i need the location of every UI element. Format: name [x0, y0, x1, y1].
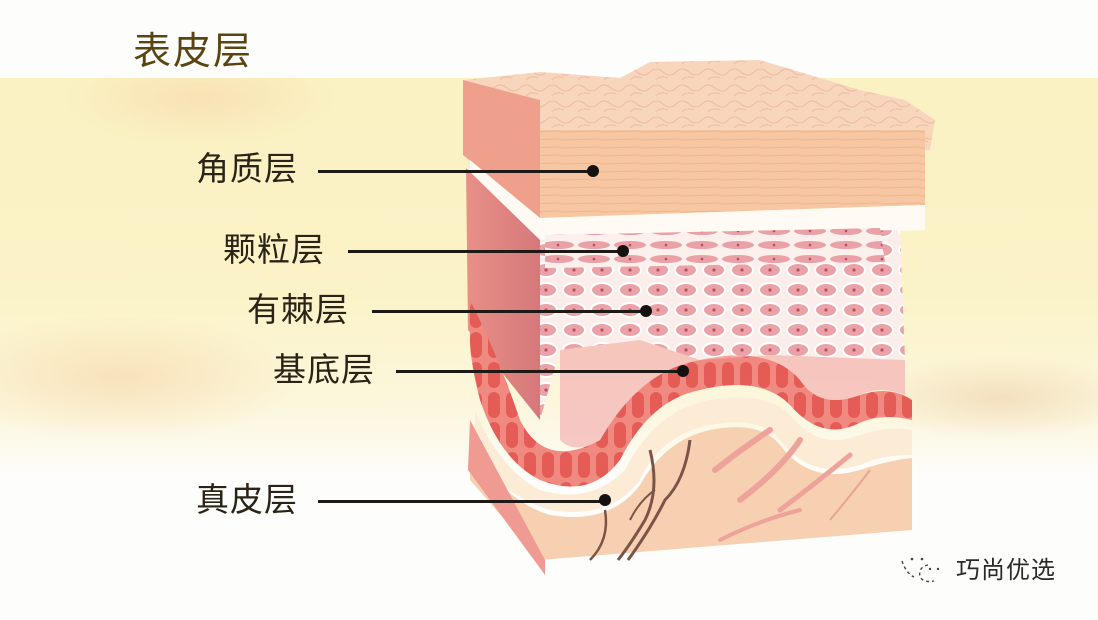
- label-stratum-granulosum: 颗粒层: [223, 230, 325, 269]
- leader-line-spinosum: [372, 310, 647, 313]
- pointer-dot-basale: [677, 365, 689, 377]
- leader-line-dermis: [318, 500, 606, 503]
- pointer-dot-granulosum: [617, 245, 629, 257]
- pointer-dot-spinosum: [640, 305, 652, 317]
- diagram-title: 表皮层: [133, 29, 254, 73]
- watermark: 巧尚优选: [898, 550, 1056, 585]
- pointer-dot-dermis: [599, 494, 611, 506]
- leader-line-corneum: [318, 170, 594, 173]
- wechat-icon: [901, 557, 940, 582]
- pointer-dot-corneum: [587, 165, 599, 177]
- watermark-text: 巧尚优选: [956, 556, 1056, 584]
- label-stratum-basale: 基底层: [273, 350, 375, 389]
- label-dermis: 真皮层: [196, 480, 298, 519]
- label-stratum-corneum: 角质层: [196, 149, 298, 188]
- label-stratum-spinosum: 有棘层: [247, 290, 349, 329]
- leader-line-granulosum: [348, 250, 624, 253]
- leader-line-basale: [396, 370, 681, 373]
